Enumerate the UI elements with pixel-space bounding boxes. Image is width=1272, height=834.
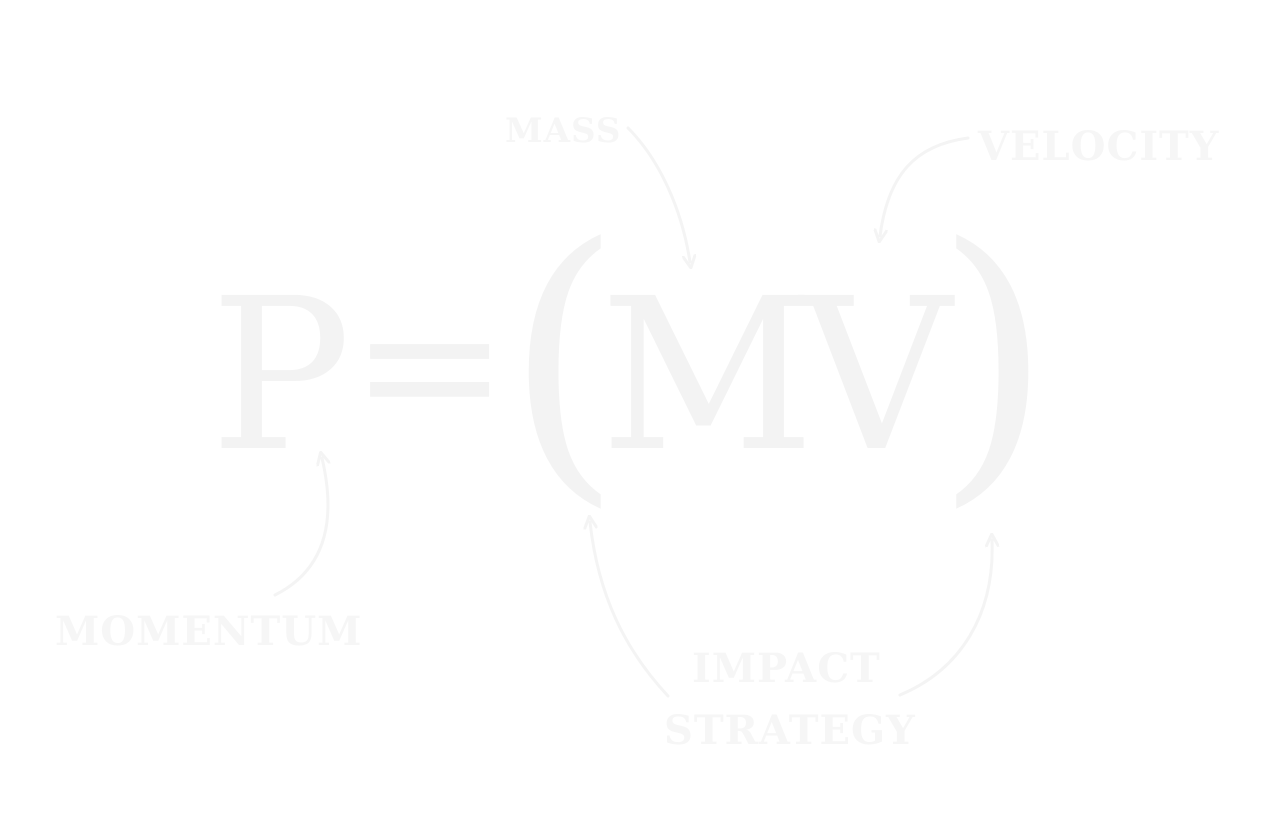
arrow-mass-to-m-icon	[626, 126, 690, 262]
arrow-impact-left-icon	[590, 522, 670, 698]
formula-paren-close: )	[935, 184, 1052, 533]
arrow-momentum-to-p-icon	[273, 458, 328, 597]
formula-equals: =	[350, 254, 509, 475]
formula-m: M	[600, 253, 815, 498]
arrow-velocity-to-v-icon	[880, 136, 970, 236]
label-mass: MASS	[505, 111, 621, 151]
formula-p: P	[210, 253, 351, 498]
label-velocity: VELOCITY	[977, 123, 1219, 170]
formula-v: V	[797, 253, 955, 498]
label-impact-line1: IMPACT	[692, 645, 881, 692]
label-impact-line2: STRATEGY	[664, 707, 916, 754]
formula-paren-open: (	[505, 184, 622, 533]
label-momentum: MOMENTUM	[55, 608, 362, 655]
arrow-impact-right-icon	[898, 540, 992, 697]
